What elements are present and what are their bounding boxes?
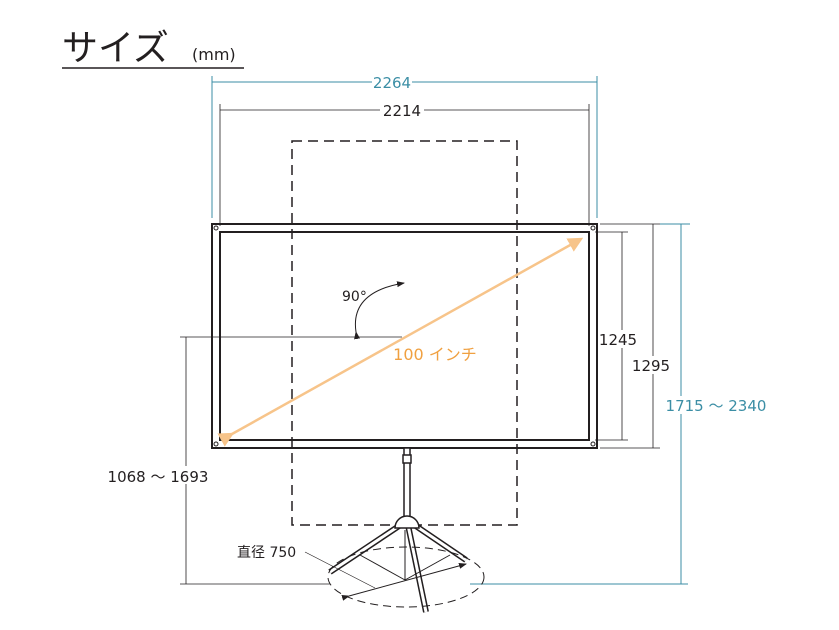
rotate-arrow-icon xyxy=(354,281,405,340)
page-title: サイズ xyxy=(62,28,169,69)
outer-width-label: 2264 xyxy=(373,74,411,92)
base-diameter-circle xyxy=(327,546,485,608)
leader-line xyxy=(304,551,376,589)
base-diameter-arrow xyxy=(341,562,467,601)
rotation-label: 90° xyxy=(342,289,367,305)
total-height-label: 1715 〜 2340 xyxy=(666,397,767,415)
bottom-height-label: 1068 〜 1693 xyxy=(108,468,209,486)
diagonal-arrow xyxy=(217,237,584,447)
base-diameter-label: 直径 750 xyxy=(237,544,296,561)
outer-width-dimension xyxy=(211,76,598,218)
diagonal-label: 100 インチ xyxy=(393,345,477,364)
inner-width-dimension xyxy=(219,104,590,226)
unit-label: (mm) xyxy=(192,45,236,64)
total-height-dimension xyxy=(470,223,690,585)
outer-height-label: 1295 xyxy=(632,357,670,375)
inner-height-dimension xyxy=(595,223,660,449)
inner-height-label: 1245 xyxy=(599,331,637,349)
tripod-stand xyxy=(328,447,468,613)
inner-width-label: 2214 xyxy=(383,102,421,120)
screen-frame xyxy=(211,223,598,449)
